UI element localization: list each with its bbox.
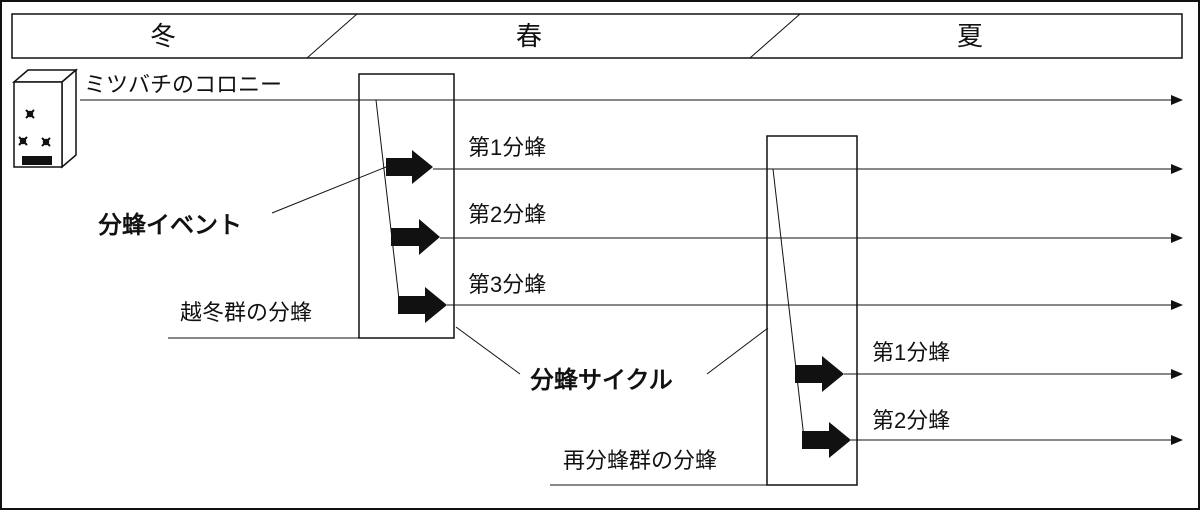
swarm-event-leader [271,166,387,214]
swarm-diagonal-1 [375,99,401,309]
swarm-label: 第1分蜂 [468,135,546,160]
swarm-label: 第3分蜂 [468,272,546,297]
swarm-event-arrow [398,287,447,323]
swarm-event-arrow [386,150,433,184]
swarm-event-arrow [795,356,844,392]
reswarm-swarm-label: 再分蜂群の分蜂 [563,448,717,473]
group2-swarm-2: 第2分蜂 [802,408,1183,458]
season-spring: 春 [516,21,542,51]
group1-swarm-3: 第3分蜂 [398,272,1183,323]
swarm-event-box-1 [358,73,455,339]
swarm-label: 第2分蜂 [468,202,546,227]
group2-swarm-1: 第1分蜂 [795,340,1183,392]
season-summer: 夏 [957,21,983,51]
swarm-diagonal-2 [772,168,805,439]
season-header: 冬 春 夏 [11,13,1183,59]
swarm-event-arrow [802,422,851,458]
swarm-event-box-2 [766,135,858,486]
colony-label: ミツバチのコロニー [84,72,282,97]
season-winter: 冬 [150,21,176,51]
beehive-icon [11,68,79,169]
season-header-box [11,13,1183,59]
swarm-label: 第1分蜂 [872,340,950,365]
swarm-cycle-label: 分蜂サイクル [530,366,673,394]
swarm-event-arrow [391,219,440,255]
overwinter-swarm-label: 越冬群の分蜂 [180,300,312,325]
swarm-label: 第2分蜂 [872,408,950,433]
swarm-cycle-leader-left [455,326,521,375]
group1-swarm-2: 第2分蜂 [391,202,1183,255]
season-divider-2 [749,13,801,59]
group1-swarm-1: 第1分蜂 [386,135,1183,184]
season-divider-1 [306,13,358,59]
swarm-event-label: 分蜂イベント [98,211,242,239]
swarm-cycle-leader-right [706,327,769,375]
